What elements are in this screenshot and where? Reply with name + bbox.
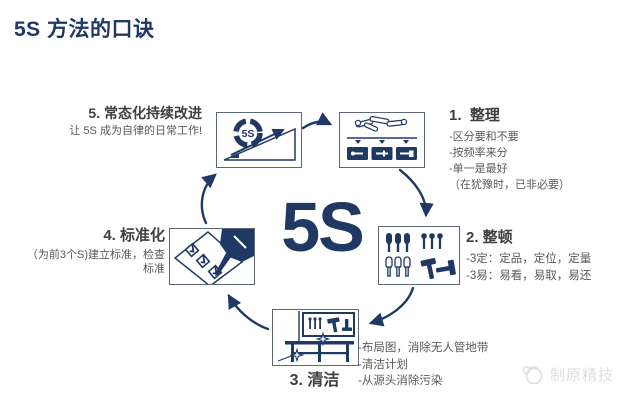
arranged-tools-graphic [385,233,456,280]
stage-2-text-block: 2. 整顿 -3定：定品，定位，定量 -3易：易看，易取，易还 [466,226,591,285]
arranged-tools-icon [378,226,460,285]
cycle-arrow-3-to-4 [227,293,270,331]
watermark-text: 制原精技 [549,366,614,384]
stage-4-line: 标准 [143,263,165,275]
stage-4-heading: 4. 标准化 [103,227,165,244]
5s-wheel-incline-graphic: 5S [223,118,296,161]
stage-3-heading: 3. 清洁 [289,372,340,389]
stage-3-text-block: -布局图，消除无人管地带 -清洁计划 -从源头消除污染 [358,340,488,390]
stage-1-line: -按频率来分 [449,147,508,159]
stage-2-line: -3易：易看，易取，易还 [466,270,592,282]
stage-1-line: （在犹豫时，已非必要） [449,179,570,191]
page-title: 5S 方法的口诀 [14,18,155,41]
stage-1-text-block: 1. 整理 -区分要和不要 -按频率来分 -单一是最好 （在犹豫时，已非必要） [449,104,570,193]
sort-tools-graphic [347,116,417,160]
continuous-improvement-icon: 5S [216,112,302,168]
center-5s-label: 5S [281,188,365,266]
watermark: 制原精技 [521,362,614,386]
stage-3-line: -清洁计划 [358,358,408,371]
stage-5-text-block: 5. 常态化持续改进 让 5S 成为自律的日常工作! [10,103,202,138]
stage-1-heading: 1. 整理 [449,107,500,124]
stage-1-line: -区分要和不要 [449,131,519,143]
stage-1-line: -单一是最好 [449,163,508,175]
clean-workbench-icon [272,309,359,366]
cycle-arrow-5-to-1 [301,112,333,130]
stage-2-heading: 2. 整顿 [466,229,513,246]
stage-4-text-block: 4. 标准化 （为前3个S)建立标准，检查 标准 [0,224,165,276]
sort-tools-icon [339,112,425,168]
stage-2-line: -3定：定品，定位，定量 [466,253,592,265]
watermark-logo-icon [522,366,543,385]
standards-checklist-icon [169,228,255,285]
checklist-graphic [173,229,254,284]
stage-3-line: -布局图，消除无人管地带 [358,342,489,354]
stage-5-line: 让 5S 成为自律的日常工作! [69,125,202,137]
clean-workbench-graphic [277,311,355,363]
stage-3-line: -从源头消除污染 [358,375,443,387]
stage-5-heading: 5. 常态化持续改进 [88,105,202,121]
cycle-arrow-2-to-3 [368,286,415,327]
cycle-arrow-4-to-5 [200,173,217,225]
stage-4-line: （为前3个S)建立标准，检查 [26,249,165,261]
cycle-arrow-1-to-2 [398,168,434,218]
wheel-5s-text: 5S [242,128,255,140]
